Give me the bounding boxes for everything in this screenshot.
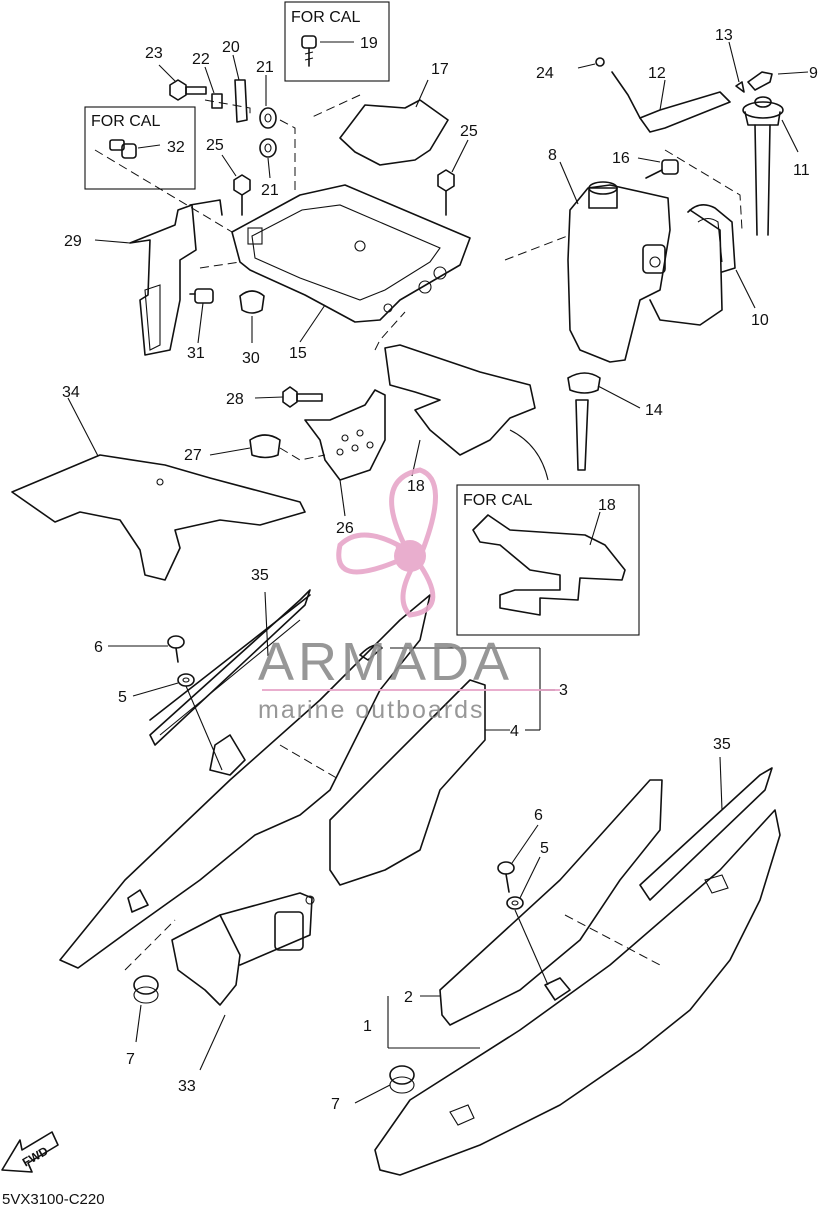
side-cover-left	[59, 591, 431, 969]
callout-box-for-cal-19: FOR CAL	[284, 1, 390, 82]
label-part-33: 33	[178, 1078, 196, 1095]
label-part-6: 6	[94, 639, 103, 656]
hose-10	[687, 204, 756, 309]
propeller-logo	[336, 467, 438, 618]
guard-33	[171, 892, 315, 1071]
label-part-15: 15	[289, 345, 307, 362]
label-part-32: 32	[167, 139, 185, 156]
grommet-21-upper	[259, 75, 277, 129]
label-part-21: 21	[256, 59, 274, 76]
bracket-26	[304, 389, 386, 517]
plate-15	[231, 184, 471, 323]
plate-18	[384, 344, 536, 456]
label-part-22: 22	[192, 51, 210, 68]
bolt-19	[301, 35, 317, 67]
washer-5-right	[506, 856, 549, 986]
part-labels: 1 2 3 4 5 5 6 6 7 7 8 9 10 11 12 13 14 1…	[62, 27, 818, 1113]
label-part-12: 12	[648, 65, 666, 82]
clamp-30	[239, 290, 265, 343]
label-part-11: 11	[793, 162, 810, 179]
label-part-9: 9	[809, 65, 818, 82]
label-part-29: 29	[64, 233, 82, 250]
grommet-21-lower	[259, 138, 277, 179]
hose-9	[747, 71, 809, 91]
fwd-label: FWD	[20, 1144, 51, 1170]
label-part-25: 25	[460, 123, 478, 140]
label-part-30: 30	[242, 350, 260, 367]
clamp-27	[209, 434, 326, 461]
bolt-28	[254, 386, 323, 408]
diagram-code: 5VX3100-C220	[2, 1191, 105, 1208]
bolt-31	[189, 288, 214, 344]
label-part-35: 35	[713, 736, 731, 753]
armada-watermark: ARMADA marine outboards	[258, 467, 560, 724]
grommet-7-left	[124, 919, 176, 1043]
watermark-brand: ARMADA	[258, 632, 513, 692]
label-part-28: 28	[226, 391, 244, 408]
callout-box-for-cal-32: FOR CAL	[84, 106, 196, 190]
callout-box-for-cal-18: FOR CAL	[456, 484, 640, 636]
label-part-24: 24	[536, 65, 554, 82]
label-part-31: 31	[187, 345, 205, 362]
callout-title: FOR CAL	[291, 9, 360, 26]
bolt-25-right	[437, 139, 469, 216]
clip-13	[728, 41, 745, 93]
label-part-2: 2	[404, 989, 413, 1006]
strip-35-left	[149, 589, 311, 746]
label-part-25: 25	[206, 137, 224, 154]
clip-24	[577, 57, 605, 69]
label-part-14: 14	[645, 402, 663, 419]
label-part-16: 16	[612, 150, 630, 167]
watermark-tagline: marine outboards	[258, 696, 485, 724]
label-part-19: 19	[360, 35, 378, 52]
label-part-18: 18	[407, 478, 425, 495]
plate-18-cal	[472, 514, 626, 616]
side-cover-right	[374, 756, 781, 1176]
bracket-29	[129, 204, 197, 356]
callout-title: FOR CAL	[463, 492, 532, 509]
label-part-6: 6	[534, 807, 543, 824]
cap-11	[742, 96, 799, 236]
label-part-20: 20	[222, 39, 240, 56]
clamp-14	[567, 372, 641, 471]
label-part-1: 1	[363, 1018, 372, 1035]
grommet-7-right	[354, 1065, 415, 1104]
fwd-arrow-icon: FWD	[1, 1131, 59, 1173]
plate-17	[339, 99, 449, 166]
washer-5-left	[132, 673, 223, 771]
callout-title: FOR CAL	[91, 113, 160, 130]
label-part-23: 23	[145, 45, 163, 62]
label-part-13: 13	[715, 27, 733, 44]
label-part-8: 8	[548, 147, 557, 164]
panel-2	[439, 779, 663, 1026]
label-part-10: 10	[751, 312, 769, 329]
label-part-27: 27	[184, 447, 202, 464]
plate-34	[11, 454, 306, 581]
bolt-32	[109, 139, 137, 159]
label-part-34: 34	[62, 384, 80, 401]
label-part-17: 17	[431, 61, 449, 78]
screw-6-right	[497, 824, 539, 893]
bolt-25-left	[221, 154, 251, 216]
clip-20	[232, 54, 248, 123]
label-part-3: 3	[559, 682, 568, 699]
label-part-7: 7	[126, 1051, 135, 1068]
bolt-23	[158, 64, 207, 101]
label-part-18-cal: 18	[598, 497, 616, 514]
label-part-21: 21	[261, 182, 279, 199]
label-part-7: 7	[331, 1096, 340, 1113]
label-part-35: 35	[251, 567, 269, 584]
label-part-5: 5	[540, 840, 549, 857]
hose-12	[611, 71, 731, 133]
bolt-16	[637, 157, 679, 179]
panel-4	[329, 679, 510, 886]
label-part-26: 26	[336, 520, 354, 537]
label-part-4: 4	[510, 723, 519, 740]
screw-6-left	[108, 635, 185, 663]
label-part-5: 5	[118, 689, 127, 706]
tank-8	[559, 161, 723, 363]
